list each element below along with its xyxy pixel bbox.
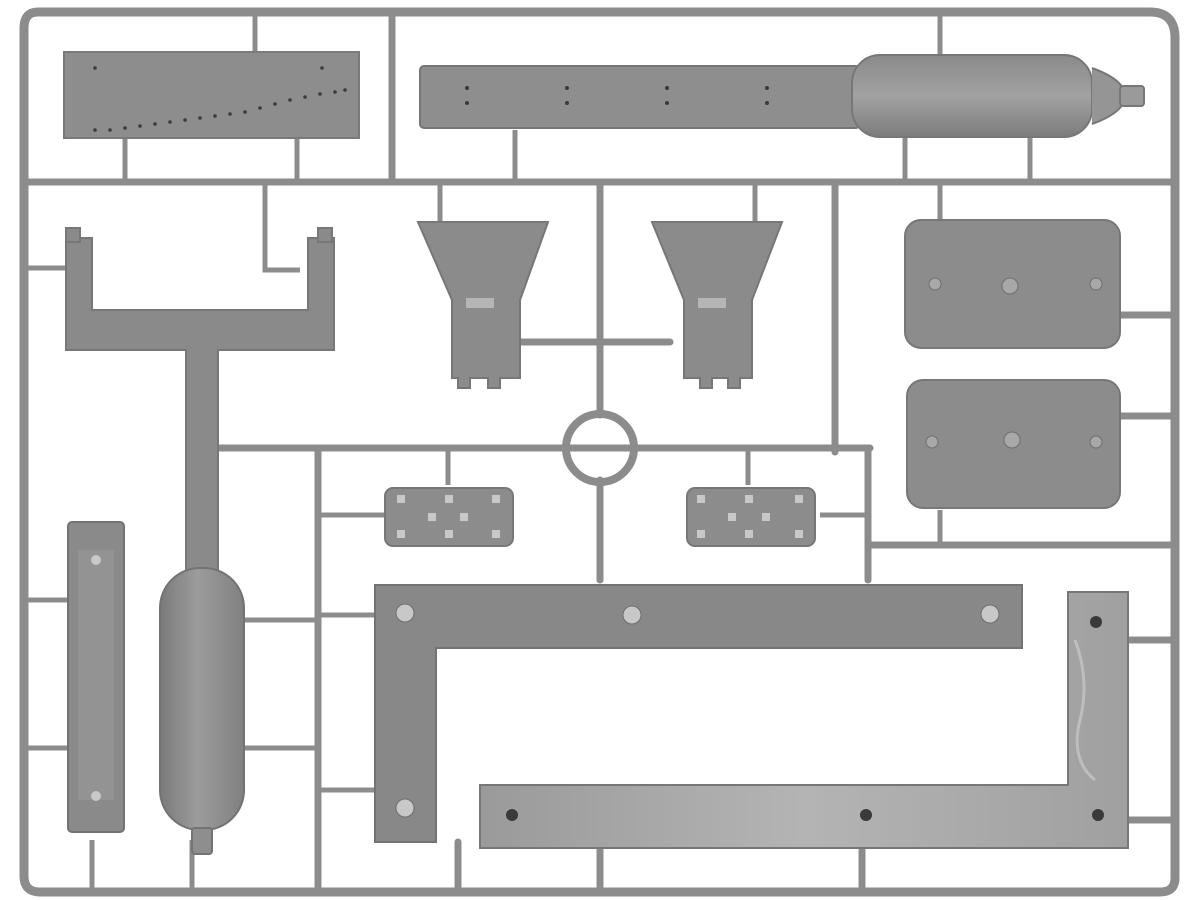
plate-top-left [63, 51, 360, 139]
sprue-runners [20, 10, 1179, 896]
studded-block-left [384, 487, 514, 547]
plate-right-lower [906, 379, 1121, 509]
narrow-bar-part [67, 521, 125, 833]
studded-block-right [686, 487, 816, 547]
trapezoid-bracket-left [416, 221, 550, 389]
vertical-tank [159, 567, 245, 855]
l-frame-upper [374, 584, 1023, 843]
sprue-frame [19, 7, 1180, 897]
sprue-gates [28, 14, 1033, 892]
plate-right-upper [904, 219, 1121, 349]
beam-with-tank [419, 54, 1145, 138]
yoke-bracket [65, 227, 335, 596]
trapezoid-bracket-right [650, 221, 784, 389]
l-frame-lower [479, 591, 1129, 849]
sprue-ring [562, 410, 638, 486]
